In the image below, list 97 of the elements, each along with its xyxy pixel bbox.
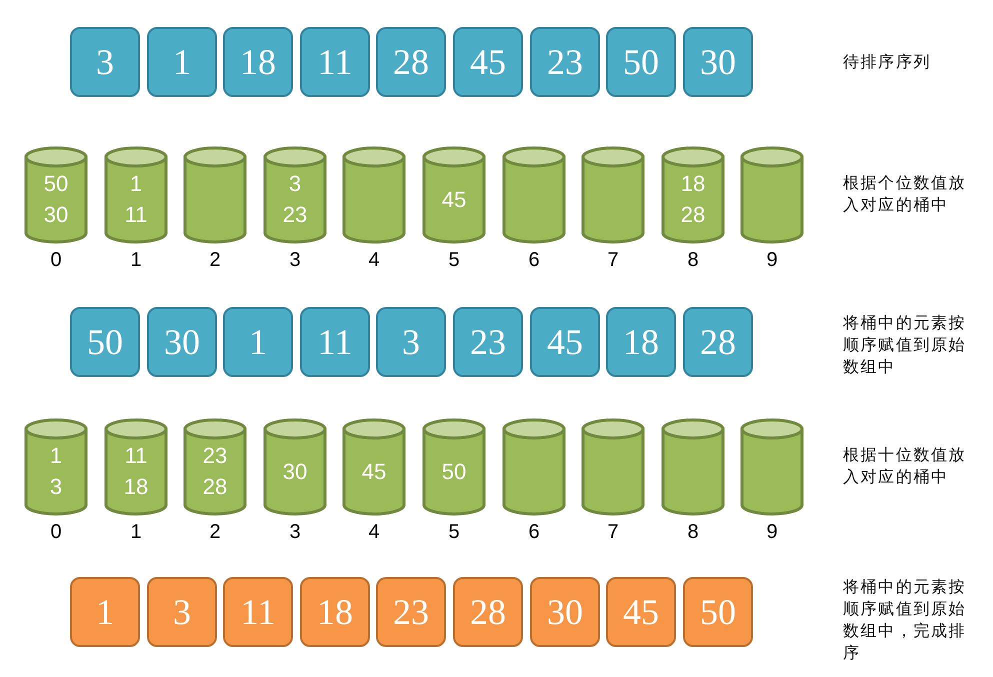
bucket-index: 7 [607, 520, 619, 544]
number-value: 45 [547, 322, 583, 362]
number-value: 50 [623, 42, 659, 82]
bucket-index: 9 [766, 520, 778, 544]
number-value: 11 [318, 322, 352, 362]
number-tile [300, 307, 370, 377]
step-note: 根据十位数值放入对应的桶中 [843, 444, 968, 488]
number-tile [530, 27, 600, 97]
number-value: 18 [317, 592, 353, 632]
bucket-index: 6 [528, 248, 540, 272]
bucket-value: 11 [124, 201, 148, 229]
number-tile [147, 27, 217, 97]
number-tile [453, 27, 523, 97]
bucket-value: 18 [680, 170, 706, 198]
number-value: 45 [470, 42, 506, 82]
bucket-value: 28 [680, 201, 706, 229]
bucket-value: 3 [50, 473, 62, 501]
number-tile [147, 307, 217, 377]
step-note: 将桶中的元素按顺序赋值到原始数组中，完成排序 [843, 576, 968, 664]
number-tile [147, 577, 217, 647]
bucket-index: 8 [687, 520, 699, 544]
number-value: 11 [240, 592, 276, 632]
bucket-index: 4 [368, 520, 380, 544]
bucket-index: 5 [448, 248, 460, 272]
number-value: 30 [547, 592, 583, 632]
number-value: 1 [173, 42, 191, 82]
number-tile [300, 27, 370, 97]
bucket-value: 50 [442, 458, 466, 486]
number-value: 11 [318, 42, 352, 82]
bucket-index: 0 [50, 520, 62, 544]
bucket-index: 5 [448, 520, 460, 544]
number-value: 18 [623, 322, 659, 362]
bucket-value: 45 [442, 186, 466, 214]
number-tile [606, 27, 676, 97]
number-value: 28 [393, 42, 429, 82]
number-value: 1 [96, 592, 114, 632]
bucket-value: 1 [130, 170, 142, 198]
bucket-index: 8 [687, 248, 699, 272]
number-tile [300, 577, 370, 647]
number-value: 50 [700, 592, 736, 632]
bucket-value: 28 [202, 473, 228, 501]
bucket-value: 23 [202, 442, 228, 470]
bucket-index: 2 [209, 520, 221, 544]
bucket-value: 50 [44, 170, 68, 198]
step-note: 根据个位数值放入对应的桶中 [843, 172, 968, 216]
number-tile [376, 27, 446, 97]
number-value: 23 [393, 592, 429, 632]
step-note: 待排序序列 [843, 51, 932, 73]
bucket-value: 1 [50, 442, 62, 470]
number-value: 28 [470, 592, 506, 632]
number-value: 30 [164, 322, 200, 362]
bucket-index: 6 [528, 520, 540, 544]
number-tile [223, 577, 293, 647]
bucket-index: 4 [368, 248, 380, 272]
bucket-value: 30 [282, 458, 308, 486]
bucket-index: 3 [289, 520, 301, 544]
bucket-index: 7 [607, 248, 619, 272]
number-tile [376, 577, 446, 647]
bucket-index: 2 [209, 248, 221, 272]
number-tile [530, 307, 600, 377]
number-tile [223, 27, 293, 97]
bucket-value: 30 [44, 201, 68, 229]
bucket-value: 23 [282, 201, 308, 229]
number-tile [70, 307, 140, 377]
number-value: 1 [249, 322, 267, 362]
number-value: 28 [700, 322, 736, 362]
number-value: 18 [240, 42, 276, 82]
number-value: 30 [700, 42, 736, 82]
bucket-index: 3 [289, 248, 301, 272]
number-tile [683, 307, 753, 377]
number-tile [223, 307, 293, 377]
bucket-value: 11 [124, 442, 148, 470]
number-tile [453, 307, 523, 377]
number-value: 23 [547, 42, 583, 82]
bucket-value: 3 [288, 170, 302, 198]
step-note: 将桶中的元素按顺序赋值到原始数组中 [843, 312, 968, 378]
number-tile [453, 577, 523, 647]
bucket-value: 18 [124, 473, 148, 501]
number-value: 45 [623, 592, 659, 632]
number-tile [530, 577, 600, 647]
number-tile [70, 27, 140, 97]
number-tile [376, 307, 446, 377]
number-tile [683, 577, 753, 647]
number-value: 23 [470, 322, 506, 362]
number-value: 3 [402, 322, 420, 362]
bucket-index: 9 [766, 248, 778, 272]
number-value: 3 [96, 42, 114, 82]
number-value: 3 [173, 592, 191, 632]
number-tile [606, 307, 676, 377]
bucket-index: 0 [50, 248, 62, 272]
number-value: 50 [87, 322, 123, 362]
bucket-index: 1 [130, 520, 142, 544]
bucket-index: 1 [130, 248, 142, 272]
number-tile [606, 577, 676, 647]
bucket-value: 45 [362, 458, 386, 486]
number-tile [683, 27, 753, 97]
number-tile [70, 577, 140, 647]
